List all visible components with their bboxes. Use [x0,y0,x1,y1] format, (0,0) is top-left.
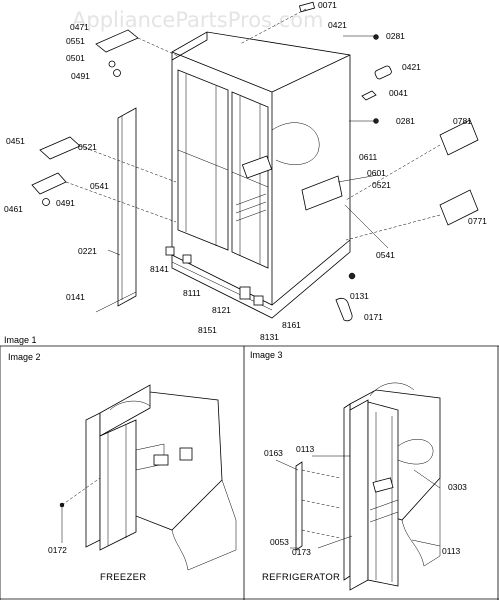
part-number: 0771 [468,216,487,226]
part-number: 0171 [364,312,383,322]
part-number: 0053 [270,537,289,547]
part-number: 0113 [442,546,461,556]
part-number: 0491 [56,198,75,208]
part-number: 0451 [6,136,25,146]
image2-freezer-drawing [59,384,237,571]
part-number: 0521 [78,142,97,152]
refrigerator-caption: REFRIGERATOR [262,572,340,583]
part-number: 0551 [66,36,85,46]
part-number: 0541 [376,250,395,260]
part-number: 8141 [150,264,169,274]
part-number: 0421 [402,62,421,72]
part-number: 0163 [264,448,283,458]
part-number: 0281 [386,31,405,41]
image-2-label: Image 2 [8,352,41,362]
part-number: 0491 [71,71,90,81]
image-3-label: Image 3 [250,350,283,360]
part-number: 0421 [328,20,347,30]
part-number: 0471 [70,22,89,32]
part-number: 0141 [66,292,85,302]
part-number: 8161 [282,320,301,330]
part-number: 8121 [212,305,231,315]
image3-refrigerator-drawing [275,382,441,591]
part-number: 8111 [183,288,201,298]
part-number: 0221 [78,246,97,256]
part-number: 0501 [66,53,85,63]
watermark: AppliancePartsPros.com [72,8,324,32]
part-number: 0131 [350,291,369,301]
image-frame [0,345,499,600]
part-number: 0601 [367,168,386,178]
part-number: 0173 [292,547,311,557]
part-number: 0113 [296,444,315,454]
part-number: 0041 [389,88,408,98]
part-number: 0461 [4,204,23,214]
part-number: 0541 [90,181,109,191]
part-number: 0611 [359,152,378,162]
part-number: 0281 [396,116,415,126]
part-number: 0172 [48,545,67,555]
part-number: 0303 [448,482,467,492]
freezer-caption: FREEZER [100,572,146,583]
part-number: 0781 [453,116,472,126]
part-number: 0521 [372,180,391,190]
image-1-label: Image 1 [4,335,37,345]
image1-part-numbers: 0071 0421 0281 0471 0551 0501 0491 0421 … [4,0,487,342]
image1-drawing [31,1,479,322]
part-number: 0071 [318,0,337,10]
part-number: 8151 [198,325,217,335]
part-number: 8131 [260,332,279,342]
